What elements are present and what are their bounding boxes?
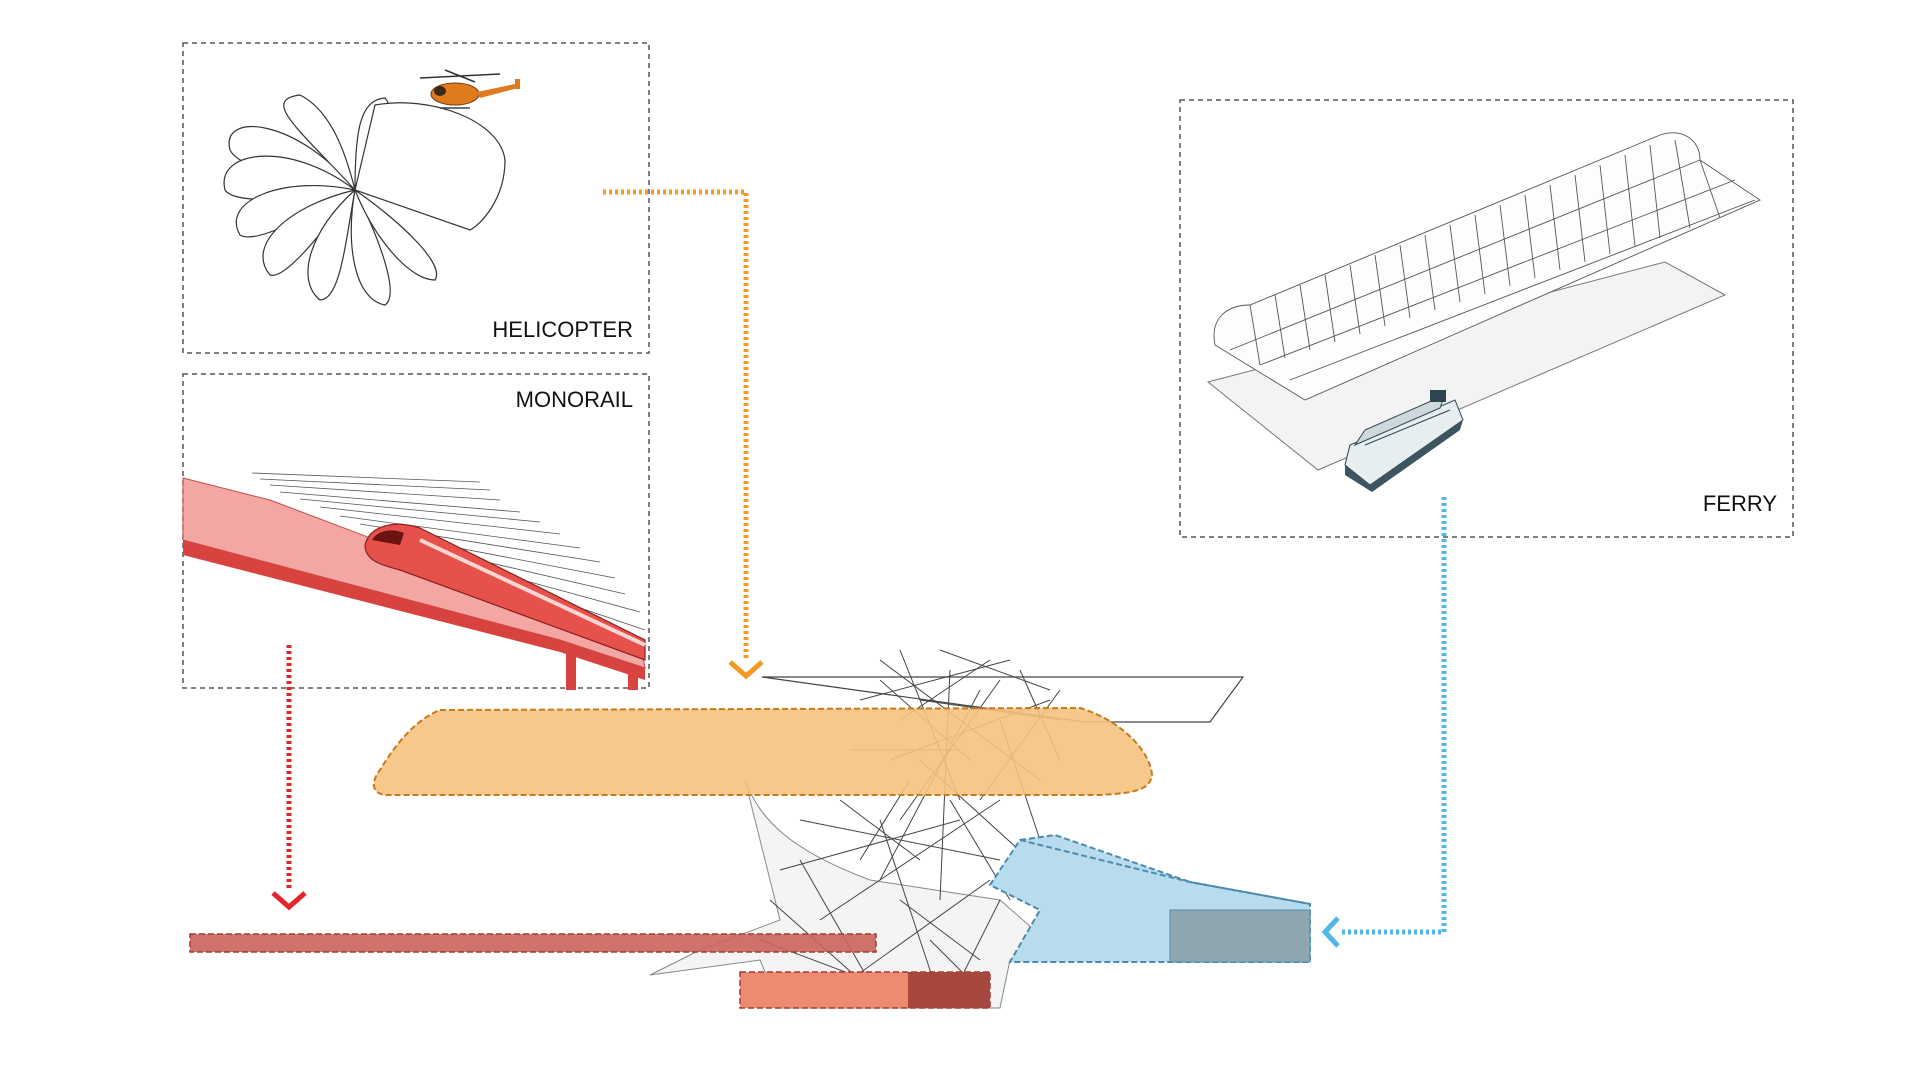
monorail-panel: MONORAIL [182, 373, 650, 690]
monorail-platform [189, 933, 877, 953]
ferry-dock-platform [988, 833, 1311, 963]
helicopter-panel: HELICOPTER [182, 42, 650, 354]
helipad-platform [372, 706, 1154, 796]
ferry-route-arrowhead [1321, 916, 1340, 948]
monorail-label: MONORAIL [516, 387, 633, 412]
upper-roof-plane [761, 676, 1245, 723]
ferry-ship-icon [1344, 390, 1464, 492]
ferry-panel-frame [1179, 99, 1794, 538]
helicopter-route-arrowhead [728, 660, 764, 680]
ferry-route-arrow [1340, 497, 1447, 935]
lower-base-block [739, 971, 991, 1009]
helicopter-route-arrow [603, 189, 749, 660]
ferry-terminal-roof-icon [1213, 132, 1761, 401]
monorail-route-arrowhead [271, 891, 307, 911]
helicopter-panel-frame [182, 42, 650, 354]
helicopter-label: HELICOPTER [492, 317, 633, 342]
monorail-train-icon [364, 523, 646, 661]
ferry-panel: FERRY [1179, 99, 1794, 538]
ferry-label: FERRY [1703, 491, 1777, 516]
helipad-fan-icon [223, 94, 506, 306]
monorail-canopy-sketch [251, 472, 646, 666]
helicopter-icon [419, 69, 520, 109]
monorail-panel-frame [182, 373, 650, 689]
